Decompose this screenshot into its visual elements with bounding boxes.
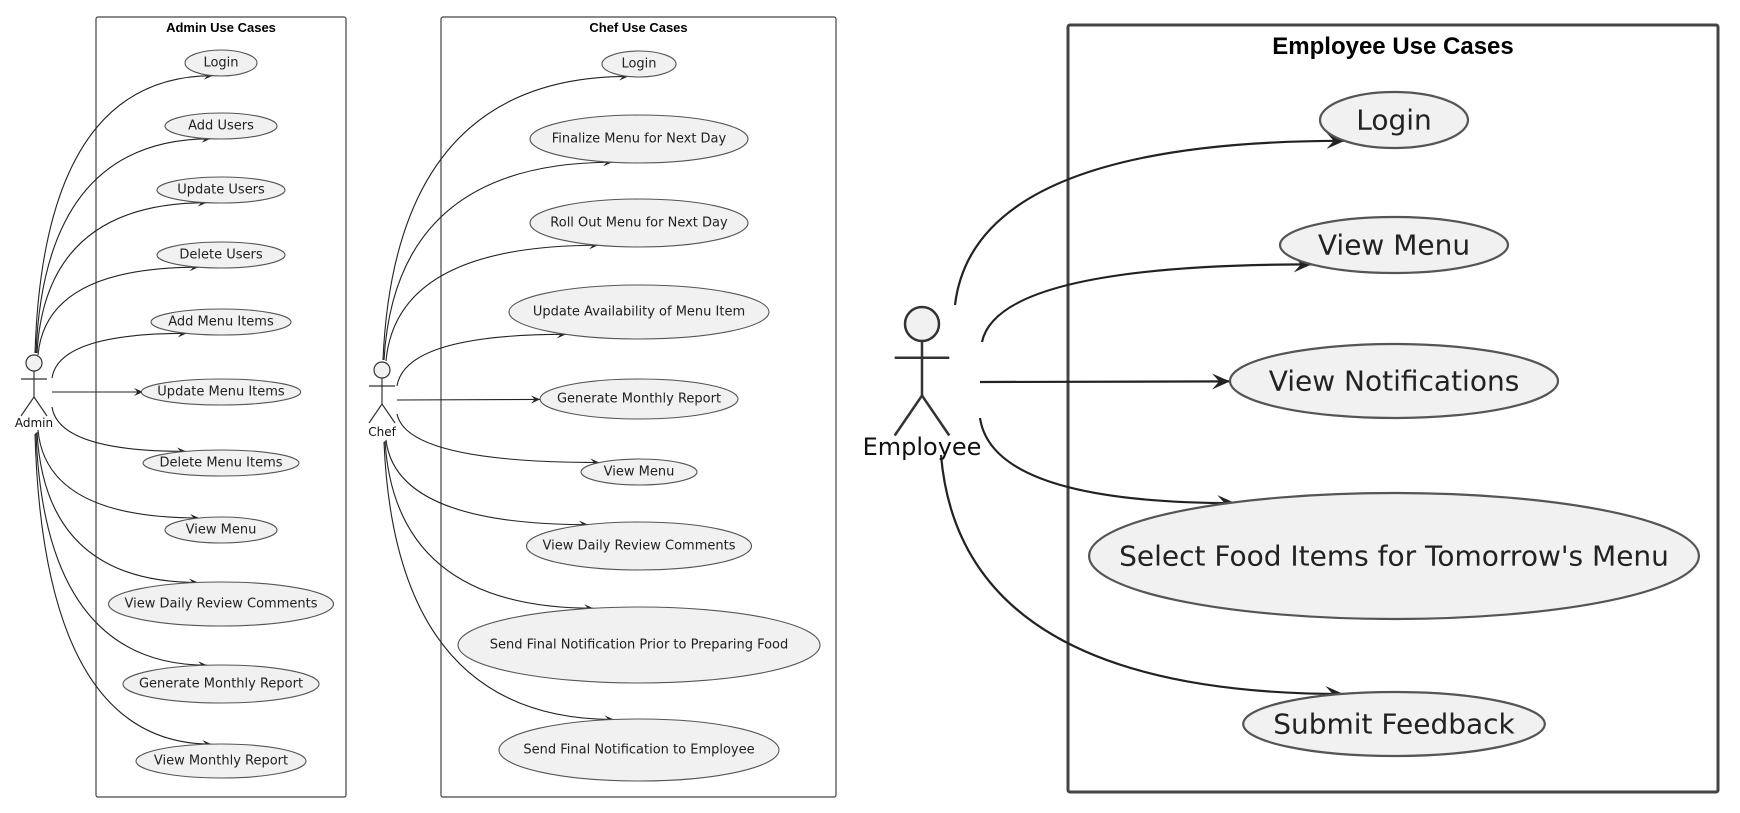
chef-link-view-daily-review-comments [385, 439, 589, 526]
admin-usecase-label: Update Users [177, 183, 265, 198]
employee-usecase-label: Login [1356, 104, 1432, 137]
chef-usecase-login [601, 50, 677, 78]
employee-arrowhead-login [1326, 132, 1345, 149]
employee-arrowhead-view-notifications [1211, 373, 1231, 390]
chef-usecase-send-final-notification-prior-to-preparing-food [457, 606, 821, 684]
admin-usecase-login [184, 49, 258, 77]
chef-actor: Chef [368, 361, 397, 439]
employee-usecase-login [1318, 90, 1470, 150]
admin-link-view-monthly-report [34, 433, 212, 745]
employee-link-view-notifications [979, 380, 1231, 384]
chef-link-roll-out-menu-for-next-day [385, 244, 599, 362]
admin-usecase-update-users [156, 176, 286, 204]
admin-actor-label: Admin [15, 416, 53, 430]
employee-diagram-title: Employee Use Cases [1272, 33, 1513, 60]
employee-link-login [953, 139, 1345, 306]
employee-usecase-label: Submit Feedback [1273, 708, 1515, 741]
chef-usecase-label: View Daily Review Comments [543, 539, 736, 554]
employee-usecase-label: View Notifications [1269, 365, 1520, 398]
admin-usecase-label: View Menu [186, 523, 257, 538]
employee-usecase-label: View Menu [1318, 229, 1470, 262]
admin-link-add-menu-items [51, 332, 187, 379]
chef-usecase-label: Roll Out Menu for Next Day [550, 216, 728, 231]
admin-usecase-view-daily-review-comments [107, 581, 335, 627]
admin-actor: Admin [15, 354, 53, 430]
admin-usecase-label: View Daily Review Comments [125, 597, 318, 612]
admin-usecase-label: Generate Monthly Report [139, 677, 303, 692]
admin-link-login [34, 75, 213, 354]
admin-usecase-add-users [164, 112, 278, 140]
employee-usecase-select-food-items-for-tomorrow-s-menu [1087, 491, 1701, 621]
admin-usecase-label: Update Menu Items [157, 385, 285, 400]
admin-link-view-daily-review-comments [36, 431, 199, 584]
employee-link-submit-feedback [939, 454, 1344, 696]
admin-link-generate-monthly-report [35, 432, 208, 666]
admin-usecase-generate-monthly-report [122, 664, 320, 704]
admin-usecase-update-menu-items [140, 378, 302, 406]
admin-link-update-users [36, 202, 207, 354]
chef-link-generate-monthly-report [396, 398, 541, 401]
employee-usecase-view-menu [1278, 215, 1510, 275]
chef-usecase-label: Update Availability of Menu Item [533, 305, 745, 320]
admin-link-view-menu [37, 429, 200, 519]
admin-link-delete-users [37, 266, 199, 356]
chef-usecase-view-daily-review-comments [525, 521, 753, 571]
chef-usecase-roll-out-menu-for-next-day [529, 198, 749, 248]
chef-link-finalize-menu-for-next-day [383, 161, 613, 361]
chef-actor-label: Chef [368, 425, 396, 439]
admin-usecase-label: Login [203, 56, 238, 71]
employee-usecase-submit-feedback [1242, 690, 1546, 758]
chef-usecase-label: View Menu [604, 465, 675, 480]
employee-actor: Employee [863, 305, 982, 461]
employee-link-select-food-items-for-tomorrow-s-menu [978, 417, 1236, 505]
admin-usecase-label: View Monthly Report [154, 754, 288, 769]
chef-diagram-title: Chef Use Cases [589, 20, 687, 35]
chef-usecase-label: Generate Monthly Report [557, 392, 721, 407]
admin-usecase-view-menu [164, 516, 278, 544]
admin-link-add-users [35, 138, 211, 354]
admin-usecase-label: Add Menu Items [168, 315, 274, 330]
admin-usecase-add-menu-items [150, 308, 292, 336]
admin-usecase-delete-menu-items [142, 449, 300, 477]
employee-usecase-view-notifications [1228, 342, 1560, 420]
chef-usecase-label: Finalize Menu for Next Day [552, 132, 727, 147]
chef-usecase-label: Send Final Notification to Employee [523, 743, 754, 758]
chef-usecase-label: Login [621, 57, 656, 72]
admin-usecase-label: Add Users [188, 119, 254, 134]
chef-usecase-finalize-menu-for-next-day [529, 114, 749, 164]
chef-link-view-menu [396, 413, 600, 464]
chef-usecase-view-menu [580, 458, 698, 486]
chef-link-send-final-notification-to-employee [383, 441, 614, 721]
admin-usecase-delete-users [156, 241, 286, 269]
chef-usecase-update-availability-of-menu-item [508, 284, 770, 340]
chef-usecase-send-final-notification-to-employee [498, 718, 780, 782]
admin-link-delete-menu-items [51, 406, 186, 452]
admin-arrowhead-update-menu-items [134, 388, 143, 396]
chef-link-login [382, 75, 629, 361]
chef-link-update-availability-of-menu-item [396, 333, 566, 387]
admin-usecase-label: Delete Menu Items [159, 456, 282, 471]
employee-link-view-menu [980, 263, 1312, 343]
admin-usecase-view-monthly-report [135, 743, 307, 779]
chef-usecase-label: Send Final Notification Prior to Prepari… [490, 638, 789, 653]
chef-link-send-final-notification-prior-to-preparing-food [384, 440, 594, 609]
chef-arrowhead-generate-monthly-report [531, 395, 541, 404]
admin-diagram-title: Admin Use Cases [166, 20, 276, 35]
admin-usecase-label: Delete Users [179, 248, 262, 263]
chef-usecase-generate-monthly-report [539, 378, 739, 420]
employee-actor-label: Employee [863, 433, 982, 461]
employee-usecase-label: Select Food Items for Tomorrow's Menu [1119, 540, 1669, 573]
